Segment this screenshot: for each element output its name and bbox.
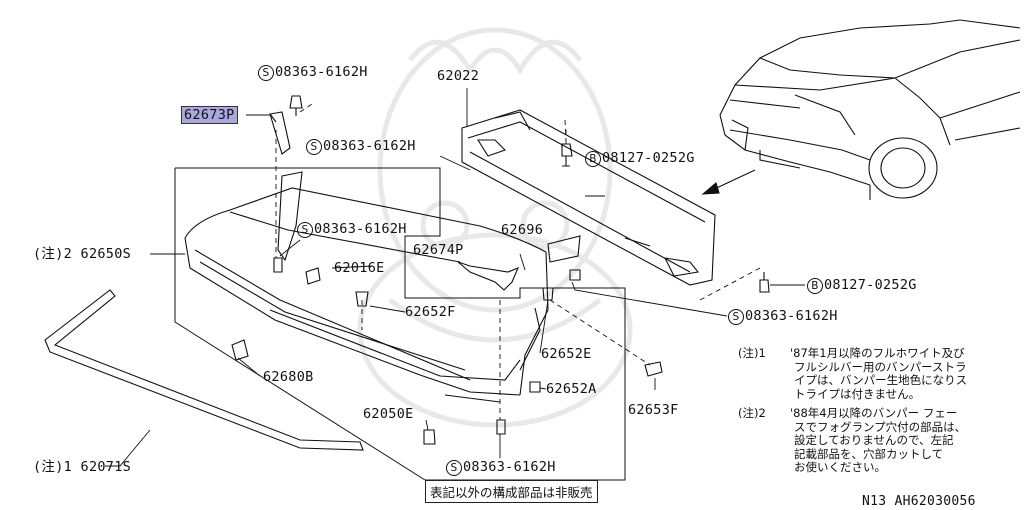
- label-62680B[interactable]: 62680B: [263, 369, 314, 385]
- note-1-line: イプは、バンパー生地色になりス: [794, 373, 968, 388]
- frames: [174, 167, 626, 481]
- label-62652A[interactable]: 62652A: [546, 381, 597, 397]
- note-2-line: 設定しておりませんので、左記: [794, 433, 954, 448]
- not-sold-notice: 表記以外の構成部品は非販売: [425, 480, 598, 503]
- label-62696[interactable]: 62696: [501, 222, 544, 238]
- label-62673P[interactable]: 62673P: [181, 106, 238, 124]
- note-2-line: お使いください。: [794, 460, 886, 475]
- leader-lines: [105, 88, 805, 467]
- label-62016E[interactable]: 62016E: [334, 260, 385, 276]
- direction-arrow: [701, 169, 756, 195]
- label-62653F[interactable]: 62653F: [628, 402, 679, 418]
- label-62652E[interactable]: 62652E: [541, 346, 592, 362]
- diagram-code: N13 AH62030056: [862, 494, 976, 509]
- small-parts: [231, 95, 770, 445]
- note-1-label: (注)1: [738, 346, 766, 360]
- note-1-line: '87年1月以降のフルホワイト及び: [790, 346, 965, 360]
- note-2-line: 記載部品を、穴部カットして: [794, 446, 944, 461]
- stripe-62071S: [44, 289, 364, 451]
- label-62022[interactable]: 62022: [437, 68, 480, 84]
- note-2-text: '88年4月以降のバンパー フェー スでフォグランプ穴付の部品は、 設定しており…: [790, 406, 966, 475]
- bumper-fascia-62650S: [184, 171, 549, 403]
- note-2-line: '88年4月以降のバンパー フェー: [790, 406, 958, 420]
- label-62071S[interactable]: (注)1 62071S: [33, 459, 132, 475]
- note-2-label: (注)2: [738, 406, 766, 420]
- bumper-reinforcement-62022: [461, 109, 716, 286]
- label-62674P[interactable]: 62674P: [413, 242, 464, 258]
- dashed-lines: [275, 101, 761, 420]
- label-62050E[interactable]: 62050E: [363, 406, 414, 422]
- label-62650S[interactable]: (注)2 62650S: [33, 246, 132, 262]
- note-1-text: '87年1月以降のフルホワイト及び フルシルバー用のバンパーストラ イプは、バン…: [790, 346, 967, 401]
- car-illustration: [719, 19, 1021, 200]
- note-2-line: スでフォグランプ穴付の部品は、: [794, 419, 967, 434]
- stay-62673P: [269, 111, 291, 155]
- note-1-line: フルシルバー用のバンパーストラ: [794, 359, 967, 374]
- note-1-line: トライプは付きません。: [794, 386, 921, 401]
- watermark: [357, 27, 633, 428]
- label-62652F[interactable]: 62652F: [405, 304, 456, 320]
